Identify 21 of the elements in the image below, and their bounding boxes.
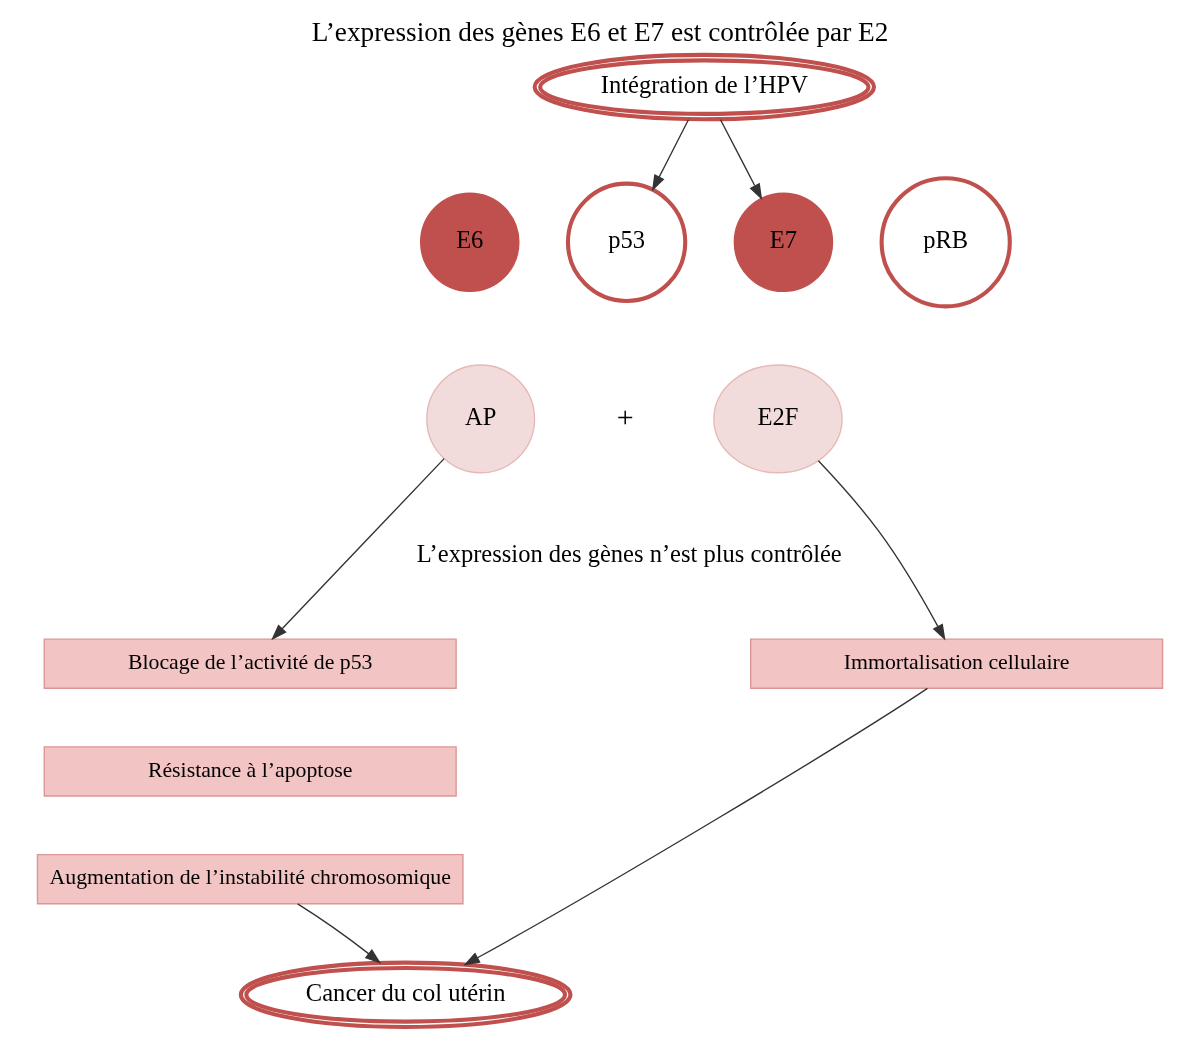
node-circle: AP xyxy=(425,364,535,474)
node-box: Résistance à l’apoptose xyxy=(43,746,457,797)
node-circle: pRB xyxy=(879,176,1012,309)
arrow xyxy=(296,903,381,964)
node-box: Immortalisation cellulaire xyxy=(749,638,1163,689)
node-ellipse: Intégration de l’HPV xyxy=(532,52,876,122)
node-box: Blocage de l’activité de p53 xyxy=(43,638,457,689)
node-circle: E7 xyxy=(733,192,833,293)
arrow xyxy=(719,119,762,200)
arrow xyxy=(817,460,945,641)
label: L’expression des gènes n’est plus contrôlée xyxy=(416,539,842,567)
arrow xyxy=(651,119,689,192)
diagram-title: L’expression des gènes E6 et E7 est contrôlée par E2 xyxy=(311,17,888,48)
node-box: Augmentation de l’instabilité chromosomique xyxy=(36,853,464,905)
label: + xyxy=(616,399,634,433)
node-ellipse: Cancer du col utérin xyxy=(238,960,572,1030)
node-circle: E6 xyxy=(419,192,520,293)
node-ellipse: E2F xyxy=(712,364,843,474)
arrow xyxy=(270,457,445,641)
node-circle: p53 xyxy=(565,181,687,303)
arrow xyxy=(463,687,928,966)
